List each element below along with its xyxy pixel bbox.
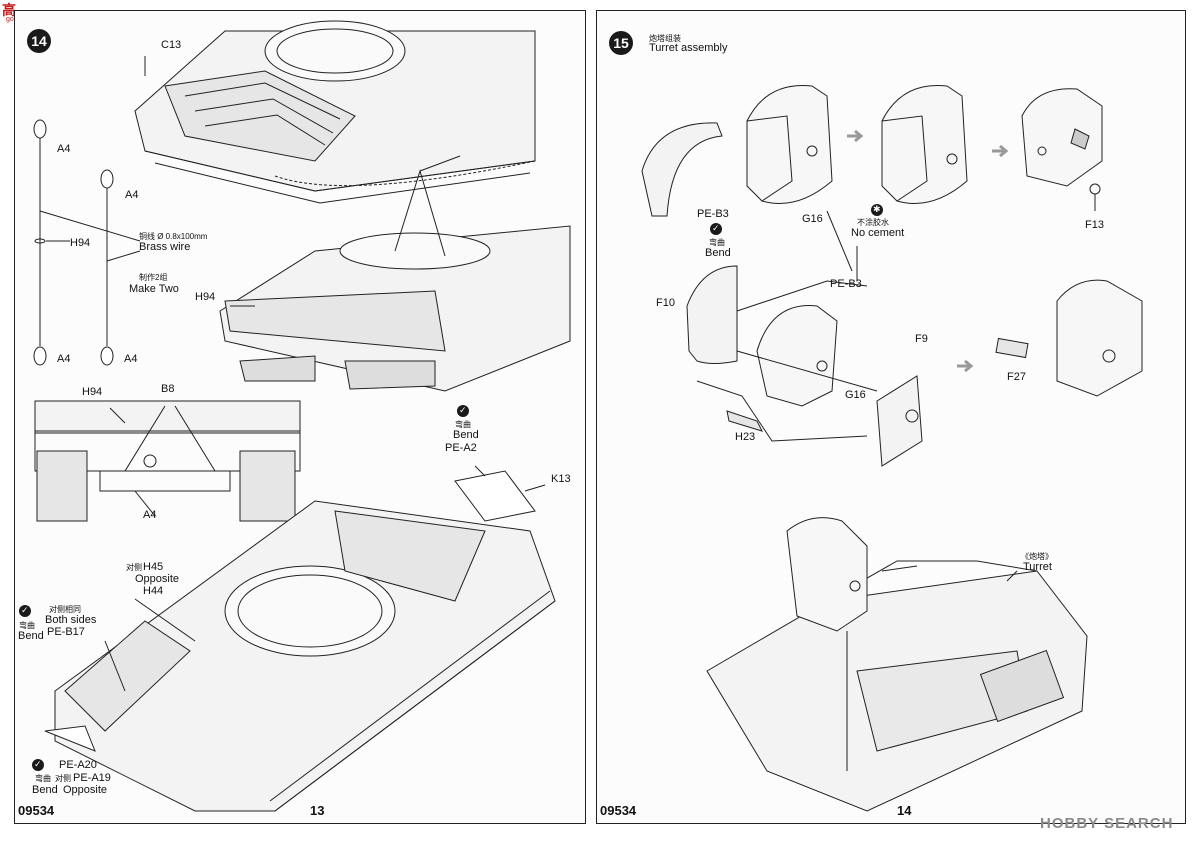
no-cement-en: No cement — [851, 227, 905, 239]
step-number-badge: 15 — [609, 31, 633, 55]
make-two-en: Make Two — [129, 283, 179, 295]
hull-front-view — [34, 400, 301, 522]
page-number: 13 — [310, 803, 325, 818]
step-number-badge: 14 — [27, 29, 51, 53]
site-logo: 高 — [2, 2, 16, 18]
footer-code: 09534 — [18, 803, 55, 818]
opposite-a19-en: Opposite — [63, 784, 108, 796]
part-label-pe-b3: PE-B3 — [830, 278, 862, 290]
part-label-h44: H44 — [143, 585, 164, 597]
make-two-cn: 制作2组 — [139, 273, 168, 282]
no-cement-cn: 不涂胶水 — [857, 218, 889, 227]
bend-icon — [457, 405, 469, 417]
bend-en: Bend — [453, 429, 479, 441]
part-label-h23: H23 — [735, 431, 756, 443]
part-label-c13: C13 — [161, 39, 182, 51]
bend-icon — [19, 605, 31, 617]
both-sides-en: Both sides — [45, 614, 97, 626]
turret-label-en: Turret — [1023, 561, 1052, 573]
part-label-pe-a20: PE-A20 — [59, 759, 97, 771]
hull-main-view — [54, 470, 556, 812]
step-14-drawings — [33, 20, 571, 812]
wire-note-cn: 铜线 Ø 0.8x100mm — [139, 232, 208, 241]
part-label-f13: F13 — [1085, 219, 1104, 231]
part-label-pe-b3: PE-B3 — [697, 208, 729, 220]
part-label-a4: A4 — [143, 509, 157, 521]
part-label-f27: F27 — [1007, 371, 1026, 383]
part-label-g16: G16 — [802, 213, 823, 225]
part-label-h94: H94 — [195, 291, 216, 303]
bend-cn: 弯曲 — [35, 774, 51, 783]
hull-with-turret — [706, 517, 1088, 812]
footer-code: 09534 — [600, 803, 637, 818]
turret-shell-2 — [881, 84, 968, 204]
bend-en: Bend — [32, 784, 58, 796]
part-label-h94: H94 — [70, 237, 91, 249]
part-label-pe-a2: PE-A2 — [445, 442, 477, 454]
bend-en: Bend — [18, 630, 44, 642]
opposite-h45-en: Opposite — [135, 573, 180, 585]
hull-rear-view — [219, 155, 571, 392]
part-label-pe-a19: PE-A19 — [73, 772, 111, 784]
part-label-a4: A4 — [124, 353, 138, 365]
bend-en: Bend — [705, 247, 731, 259]
bend-icon — [710, 223, 722, 235]
part-label-b8: B8 — [161, 383, 175, 395]
step-15-drawings — [641, 84, 1143, 812]
instruction-page-14: 15 炮塔组装 Turret assembly PE-B3 弯曲 Bend G1… — [596, 10, 1186, 824]
page-number: 14 — [897, 803, 912, 818]
turret-assembled — [1056, 279, 1143, 397]
part-label-f9: F9 — [915, 333, 928, 345]
turret-shell-1 — [746, 84, 833, 204]
turret-pe-sheet-1 — [641, 122, 723, 217]
turret-label-cn: 《炮塔》 — [1021, 552, 1053, 561]
part-label-k13: K13 — [551, 473, 571, 485]
turret-side-plate-f10 — [686, 265, 738, 364]
bend-icon — [32, 759, 44, 771]
part-label-h45: H45 — [143, 561, 164, 573]
turret-shell-4 — [756, 305, 838, 407]
part-label-h94: H94 — [82, 386, 103, 398]
opposite-h45-cn: 对侧 — [126, 563, 142, 572]
bend-cn: 弯曲 — [19, 621, 35, 630]
step-title-en: Turret assembly — [649, 42, 728, 54]
part-label-f10: F10 — [656, 297, 675, 309]
instruction-page-13: 14 C13 A4 A4 H94 铜线 Ø 0.8x100mm Brass wi… — [14, 10, 586, 824]
no-cement-icon — [871, 204, 883, 216]
part-label-a4: A4 — [125, 189, 139, 201]
part-label-a4: A4 — [57, 353, 71, 365]
hobby-search-watermark: HOBBY SEARCH — [1040, 815, 1174, 832]
step-title-cn: 炮塔组装 — [649, 34, 681, 43]
bend-cn: 弯曲 — [455, 420, 471, 429]
turret-side-plate-f9 — [876, 375, 923, 467]
both-sides-cn: 对侧相同 — [49, 605, 81, 614]
antenna-1 — [33, 119, 47, 366]
antenna-2 — [100, 169, 114, 366]
part-label-a4: A4 — [57, 143, 71, 155]
bend-cn: 弯曲 — [709, 238, 725, 247]
part-label-g16: G16 — [845, 389, 866, 401]
part-label-pe-b17: PE-B17 — [47, 626, 85, 638]
opposite-a19-cn: 对侧 — [55, 774, 71, 783]
hull-top-view — [134, 20, 536, 204]
turret-shell-3 — [1021, 88, 1103, 187]
wire-note-en: Brass wire — [139, 241, 191, 253]
